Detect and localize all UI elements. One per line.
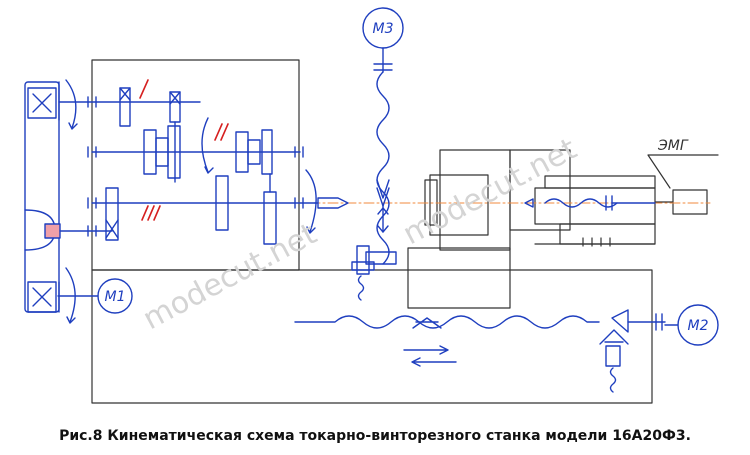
chuck [317,197,349,209]
feed-arrow-left [411,357,457,367]
motor-m3-label: М3 [373,21,394,37]
mechanism [24,7,719,393]
clutch-pink [44,223,61,239]
feed-arrow-right [403,345,449,355]
electromagnet-label: ЭМГ [657,138,689,154]
tailstock-top [544,175,656,189]
belt-drive [24,81,60,313]
figure-caption: Рис.8 Кинематическая схема токарно-винто… [59,428,691,444]
rotation-arrow-top [65,79,78,130]
motor-m2-label: М2 [688,318,709,334]
carriage-body [407,247,511,309]
speed-mark-1 [139,79,149,99]
lead-screw-horizontal [294,315,600,329]
rotation-arrow-bottom [65,267,76,324]
emg-leader [647,154,719,189]
tailstock-body [534,187,656,225]
speed-marks [139,79,229,221]
tailstock-screw [544,198,618,208]
electromagnet [672,189,708,215]
motor-m1-label: М1 [105,289,126,305]
watermark-1: modecut.net [137,216,322,337]
tailstock-base [559,223,656,245]
turret-block [429,174,489,236]
slide-base [509,149,571,231]
lead-screw-vertical [376,71,390,265]
